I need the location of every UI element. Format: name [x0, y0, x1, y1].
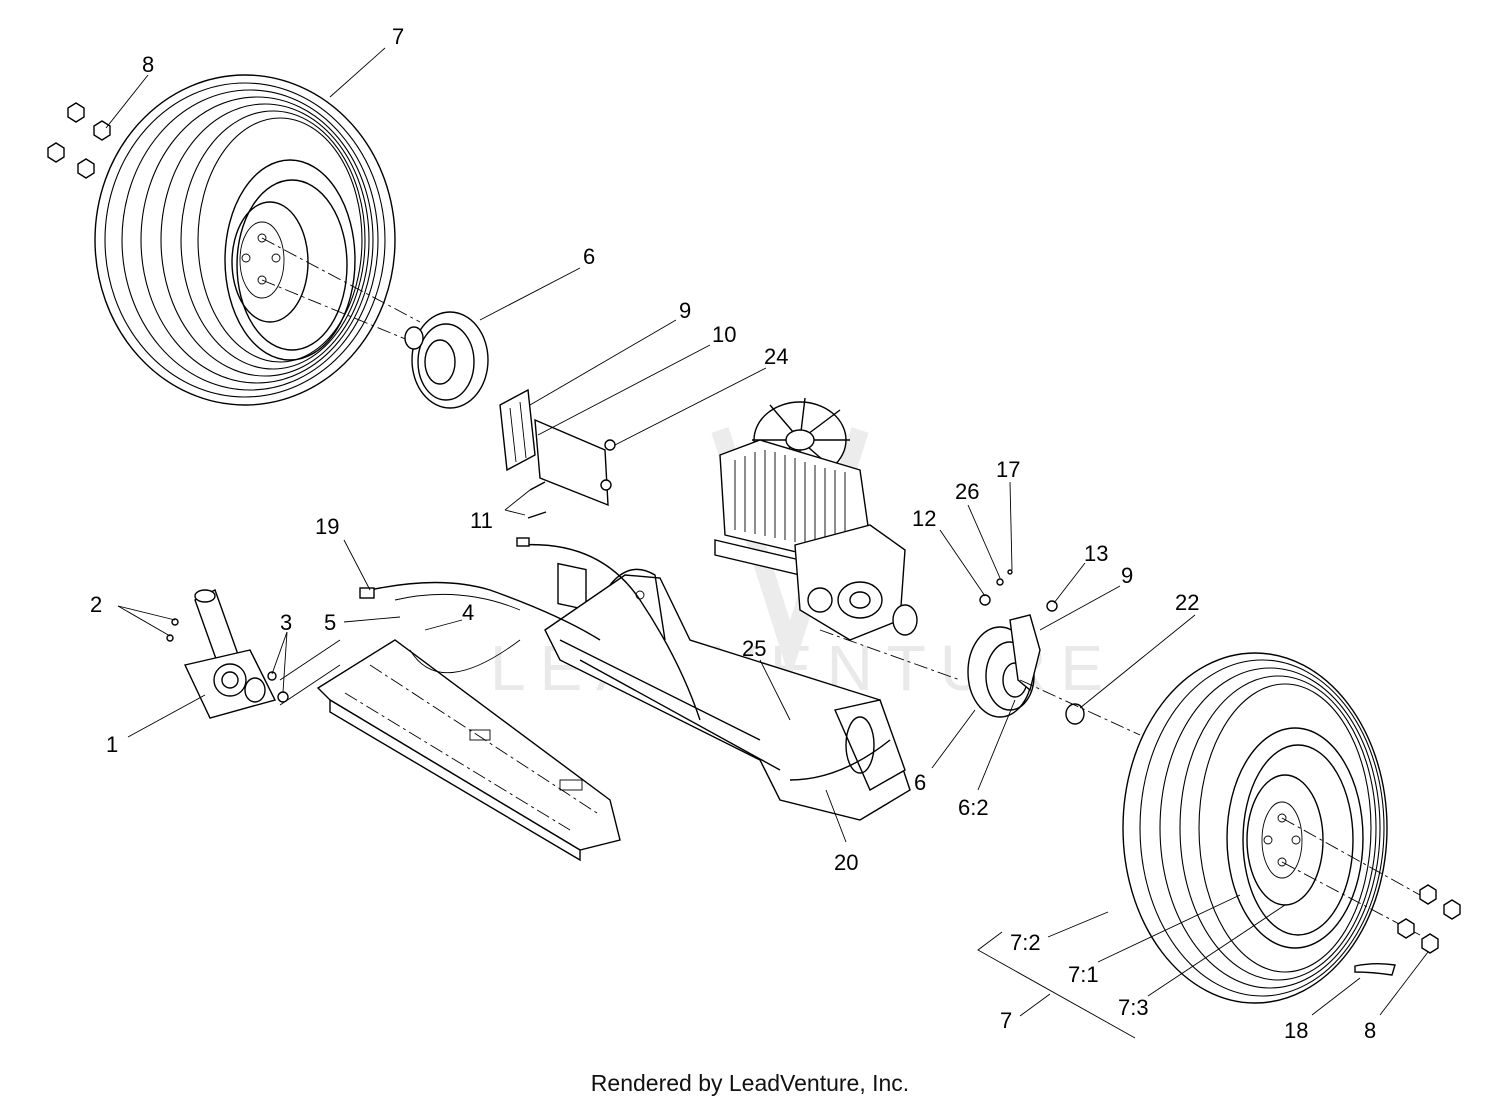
callout-4: 4 [462, 600, 474, 625]
callout-7-1: 7:1 [1068, 962, 1099, 987]
callout-26: 26 [955, 479, 979, 504]
callout-5: 5 [324, 610, 336, 635]
callout-22: 22 [1175, 590, 1199, 615]
lug-nuts-left [47, 102, 111, 179]
callout-11: 11 [470, 508, 493, 533]
callout-6-2: 6:2 [958, 795, 989, 820]
callout-7-upper: 7 [392, 24, 404, 49]
callout-19: 19 [315, 514, 339, 539]
callout-9-right: 9 [1121, 563, 1133, 588]
axle-nut [1065, 703, 1085, 725]
callout-8-upper: 8 [142, 52, 154, 77]
callout-18: 18 [1284, 1018, 1308, 1043]
callout-12: 12 [912, 506, 936, 531]
callout-6-right: 6 [914, 770, 926, 795]
callout-17: 17 [996, 457, 1020, 482]
callout-1: 1 [106, 732, 118, 757]
callout-24: 24 [764, 344, 788, 369]
brake-hub-right [967, 569, 1058, 718]
callout-8-lower: 8 [1364, 1018, 1376, 1043]
leader-lines [105, 47, 1429, 1039]
valve-stem [1354, 963, 1396, 976]
lug-nuts-right [1397, 884, 1461, 954]
callout-7-3: 7:3 [1118, 995, 1149, 1020]
footer-credit: Rendered by LeadVenture, Inc. [590, 1070, 910, 1096]
transaxle-assembly [714, 397, 918, 641]
cable-harness [359, 537, 891, 781]
frame-plate [316, 639, 621, 862]
callout-25: 25 [742, 636, 766, 661]
callout-9-upper: 9 [679, 298, 691, 323]
callout-13: 13 [1084, 541, 1108, 566]
callout-3: 3 [280, 610, 292, 635]
callout-10: 10 [712, 322, 736, 347]
callout-20: 20 [834, 850, 858, 875]
control-lever-assembly [166, 589, 289, 719]
brake-bracket-upper [499, 388, 616, 611]
callout-labels: 7 8 6 9 10 24 11 19 2 3 5 4 1 25 20 12 2… [90, 24, 1376, 1043]
callout-7-2: 7:2 [1010, 930, 1041, 955]
right-wheel-tire [1122, 652, 1388, 1004]
callout-7-lower: 7 [1000, 1008, 1012, 1033]
callout-2: 2 [90, 592, 102, 617]
left-wheel-tire [94, 74, 396, 406]
brake-hub-upper [404, 311, 489, 409]
callout-6-upper: 6 [583, 244, 595, 269]
main-frame-channel [544, 568, 911, 821]
